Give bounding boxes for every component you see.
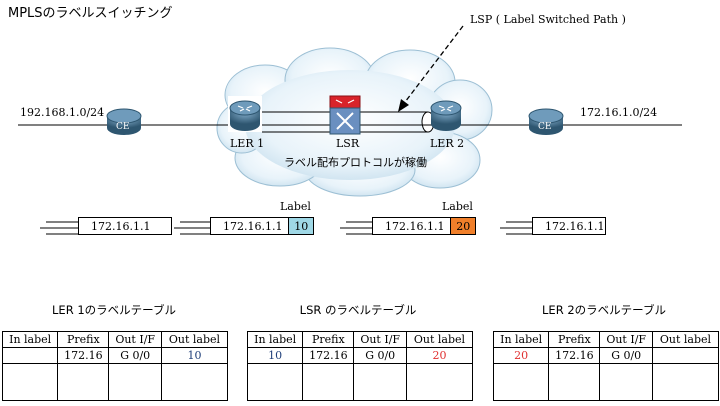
table-row-empty (492, 363, 720, 401)
ce-right-label: CE (538, 122, 552, 132)
ler2-label: LER 2 (430, 137, 465, 150)
cell-prefix: 172.16 (548, 347, 601, 364)
lsr-table-caption: LSR のラベルテーブル (299, 303, 417, 317)
diagram-title: MPLSのラベルスイッチング (8, 6, 173, 21)
table-header-row: In label Prefix Out I/F Out label (1, 331, 229, 348)
col-out-label: Out label (160, 331, 229, 348)
ler2-table-caption: LER 2のラベルテーブル (542, 303, 666, 317)
table-row: 20 172.16 G 0/0 (492, 347, 720, 364)
cell-out-if: G 0/0 (108, 347, 162, 364)
packet-address: 172.16.1.1 (545, 219, 605, 233)
packet-address: 172.16.1.1 (385, 219, 445, 233)
table-row: 172.16 G 0/0 10 (1, 347, 229, 364)
cell-prefix: 172.16 (57, 347, 110, 364)
packet-4: 172.16.1.1 (532, 217, 606, 235)
lsr-label-table: In label Prefix Out I/F Out label 10 172… (246, 331, 474, 401)
packet-label: 20 (450, 218, 475, 234)
col-prefix: Prefix (548, 331, 601, 348)
col-in-label: In label (1, 331, 59, 348)
lsr-switch-icon (329, 95, 361, 135)
col-prefix: Prefix (57, 331, 110, 348)
table-row-empty (246, 363, 474, 401)
table-row: 10 172.16 G 0/0 20 (246, 347, 474, 364)
cell-out-label (651, 347, 720, 364)
cell-in-label: 10 (246, 347, 304, 364)
ce-left-label: CE (116, 122, 130, 132)
lsp-label: LSP ( Label Switched Path ) (470, 13, 626, 26)
label-header-2: Label (442, 200, 473, 213)
col-out-if: Out I/F (108, 331, 162, 348)
right-subnet: 172.16.1.0/24 (580, 106, 658, 119)
cell-in-label: 20 (492, 347, 550, 364)
packet-2: 172.16.1.1 10 (210, 217, 314, 235)
ler1-label-table: In label Prefix Out I/F Out label 172.16… (1, 331, 229, 401)
cell-out-label: 20 (405, 347, 474, 364)
table-header-row: In label Prefix Out I/F Out label (246, 331, 474, 348)
lsp-arrow (398, 25, 464, 112)
col-out-label: Out label (405, 331, 474, 348)
col-in-label: In label (492, 331, 550, 348)
packet-label: 10 (288, 218, 313, 234)
col-out-if: Out I/F (599, 331, 653, 348)
col-in-label: In label (246, 331, 304, 348)
packet-3: 172.16.1.1 20 (372, 217, 476, 235)
ler2-label-table: In label Prefix Out I/F Out label 20 172… (492, 331, 720, 401)
protocol-note: ラベル配布プロトコルが稼働 (284, 156, 427, 169)
cell-out-if: G 0/0 (353, 347, 407, 364)
packet-address: 172.16.1.1 (223, 219, 283, 233)
ce-left-router-icon (106, 108, 142, 135)
ce-right-router-icon (528, 108, 564, 135)
packet-address: 172.16.1.1 (91, 219, 151, 233)
cell-out-if: G 0/0 (599, 347, 653, 364)
table-row-empty (1, 363, 229, 401)
ler1-label: LER 1 (230, 137, 265, 150)
table-header-row: In label Prefix Out I/F Out label (492, 331, 720, 348)
packet-tails (40, 221, 532, 235)
lsr-label: LSR (336, 137, 360, 150)
col-out-if: Out I/F (353, 331, 407, 348)
label-header-1: Label (280, 200, 311, 213)
ler2-router-icon (430, 100, 462, 131)
cell-in-label (1, 347, 59, 364)
cell-prefix: 172.16 (302, 347, 355, 364)
col-prefix: Prefix (302, 331, 355, 348)
packet-1: 172.16.1.1 (78, 217, 172, 235)
col-out-label: Out label (651, 331, 720, 348)
cell-out-label: 10 (160, 347, 229, 364)
ler1-table-caption: LER 1のラベルテーブル (52, 303, 176, 317)
left-subnet: 192.168.1.0/24 (20, 106, 105, 119)
ler1-router-icon (228, 96, 262, 132)
